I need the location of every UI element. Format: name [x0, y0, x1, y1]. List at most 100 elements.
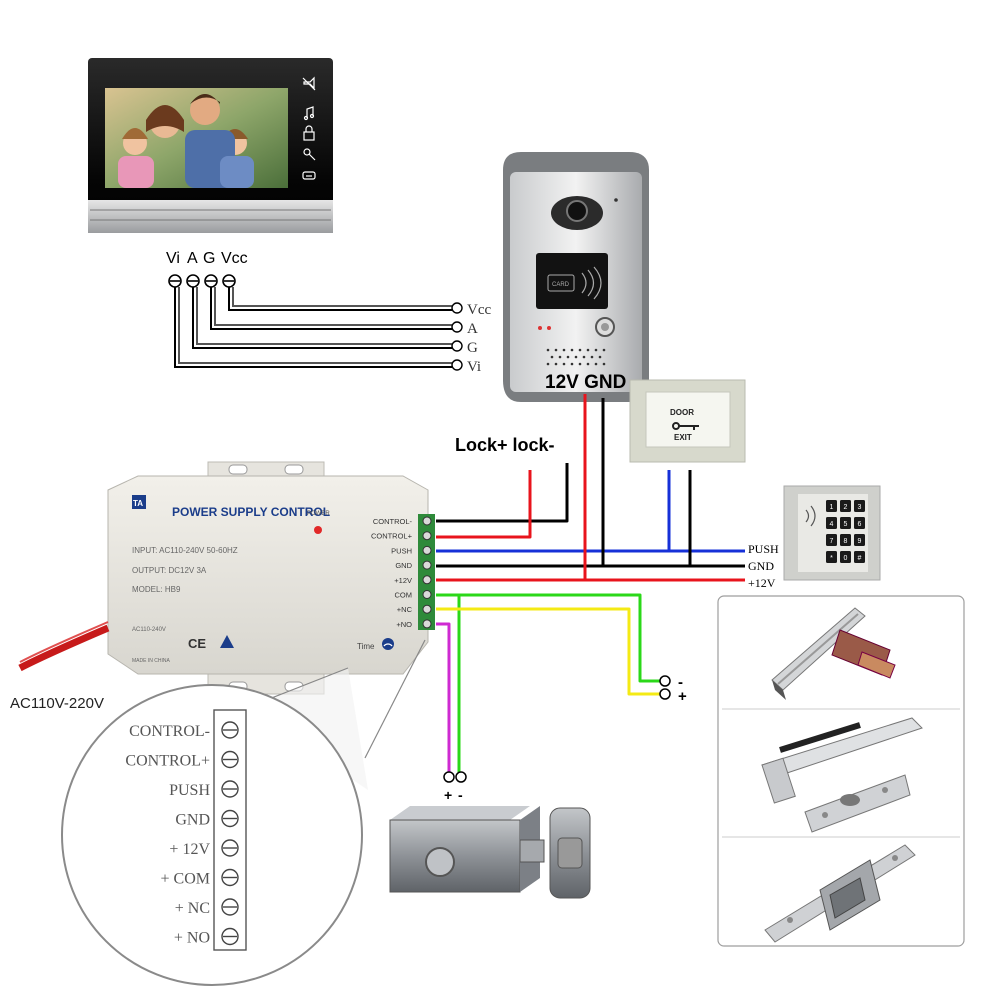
psu-model: MODEL: HB9 [132, 585, 181, 594]
psu-terminal-screw[interactable] [422, 590, 432, 599]
rim-lock-minus-label: - [458, 787, 463, 803]
keypad-12v-label: +12V [748, 576, 776, 590]
mute-icon[interactable] [302, 76, 316, 91]
doorbell-terminal-a[interactable] [451, 321, 463, 333]
psu-title: POWER SUPPLY CONTROL [172, 505, 330, 519]
rfid-wave-icon [581, 266, 602, 300]
exit-button-door-label: DOOR [670, 408, 694, 417]
keypad-key-label: 8 [844, 538, 848, 545]
psu-input-spec: INPUT: AC110-240V 50-60HZ [132, 546, 238, 555]
key-icon [672, 422, 699, 430]
keypad-key[interactable] [826, 517, 837, 529]
electric-bolt-lock [761, 717, 923, 833]
brand-logo-icon [132, 495, 146, 509]
rim-lock-terminal-plus[interactable] [443, 771, 455, 783]
wire-control-minus [436, 463, 569, 523]
keypad-gnd-label: GND [748, 559, 774, 573]
psu-power-led-label: POWER [307, 511, 330, 517]
keypad-key[interactable] [854, 500, 865, 512]
ce-mark: CE [188, 636, 206, 651]
rim-lock-terminal-minus[interactable] [455, 771, 467, 783]
wire-nc [436, 607, 660, 696]
psu-made-in: MADE IN CHINA [132, 658, 170, 664]
psu-time-label: Time [357, 642, 375, 651]
magnifier-terminal-label: PUSH [169, 782, 210, 799]
monitor-terminal-a-label: A [187, 250, 198, 267]
doorbell-terminal-vcc[interactable] [451, 302, 463, 314]
power-supply-case [107, 475, 429, 675]
psu-terminal-label: COM [395, 591, 413, 600]
monitor-bottom-trim [88, 200, 333, 233]
doorbell-terminal-g[interactable] [451, 340, 463, 352]
magnifier-terminal-label: CONTROL+ [125, 753, 210, 770]
psu-terminal-label: GND [395, 561, 412, 570]
psu-terminal-screw[interactable] [422, 560, 432, 570]
warning-icon [220, 635, 234, 648]
keypad-key[interactable] [854, 517, 865, 529]
maglock-terminal-minus[interactable] [659, 675, 671, 687]
magnifier-terminal-label: GND [175, 812, 210, 829]
psu-terminal-screw[interactable] [422, 545, 432, 555]
doorbell-terminal-vi[interactable] [451, 359, 463, 371]
doorbell-terminals: Vcc A G Vi [451, 302, 491, 375]
speaker-grille [546, 348, 606, 366]
keypad-key-label: 7 [830, 538, 834, 545]
exit-button-unit: DOOR EXIT [629, 379, 746, 463]
key-icon[interactable] [303, 148, 316, 161]
keypad-key[interactable] [826, 534, 837, 546]
rfid-wave-icon [805, 505, 816, 527]
outdoor-camera-unit: CARD [503, 152, 649, 402]
psu-terminal-screw[interactable] [422, 604, 432, 614]
maglock-terminals: - + [659, 674, 687, 705]
keypad-key-label: 4 [830, 521, 834, 528]
monitor-terminals: Vi A G Vcc [166, 250, 248, 288]
electric-strike-lock [764, 844, 916, 943]
maglock-terminal-plus[interactable] [659, 688, 671, 700]
magnetic-lock [771, 607, 896, 700]
keypad-key[interactable] [826, 500, 837, 512]
psu-terminal-screw[interactable] [422, 619, 432, 629]
keypad-key-label: 3 [858, 504, 862, 511]
psu-output-spec: OUTPUT: DC12V 3A [132, 566, 207, 575]
monitor-terminal-g-label: G [203, 250, 215, 267]
indoor-monitor [88, 58, 333, 233]
keypad-key-label: 9 [858, 538, 862, 545]
camera-lens-icon [566, 200, 588, 222]
exit-button[interactable] [645, 391, 731, 448]
rim-lock-terminals: + - [443, 771, 467, 803]
exit-button-exit-label: EXIT [674, 433, 692, 442]
doorbell-terminal-vi-label: Vi [467, 359, 481, 375]
keypad-key[interactable] [840, 534, 851, 546]
keypad-key[interactable] [826, 551, 837, 563]
keypad-key[interactable] [840, 500, 851, 512]
card-reader [536, 253, 608, 309]
maglock-plus-label: + [678, 688, 687, 705]
keypad-key[interactable] [840, 517, 851, 529]
rim-lock-plus-label: + [444, 787, 452, 803]
psu-terminal-screw[interactable] [422, 516, 432, 526]
keypad-key[interactable] [854, 551, 865, 563]
magnifier-terminal-label: + COM [161, 871, 210, 888]
wire-control-plus [436, 470, 532, 539]
psu-terminal-label: CONTROL+ [371, 532, 413, 541]
phone-icon[interactable] [302, 171, 316, 180]
psu-terminal-screw[interactable] [422, 575, 432, 585]
power-led [314, 526, 322, 534]
keypad-key[interactable] [840, 551, 851, 563]
psu-terminal-label: PUSH [391, 546, 412, 555]
rim-lock-body [389, 819, 521, 893]
card-icon [547, 274, 575, 292]
doorbell-terminal-a-label: A [467, 321, 478, 337]
family-photo [118, 94, 254, 188]
psu-terminal-screw[interactable] [422, 531, 432, 541]
keypad-key-label: 5 [844, 521, 848, 528]
psu-terminal-screws [422, 516, 432, 629]
brand-logo: TA [133, 499, 143, 508]
music-note-icon[interactable] [303, 106, 315, 121]
keypad-key-label: # [858, 555, 862, 562]
keypad-key[interactable] [854, 534, 865, 546]
lock-icon[interactable] [303, 125, 315, 141]
